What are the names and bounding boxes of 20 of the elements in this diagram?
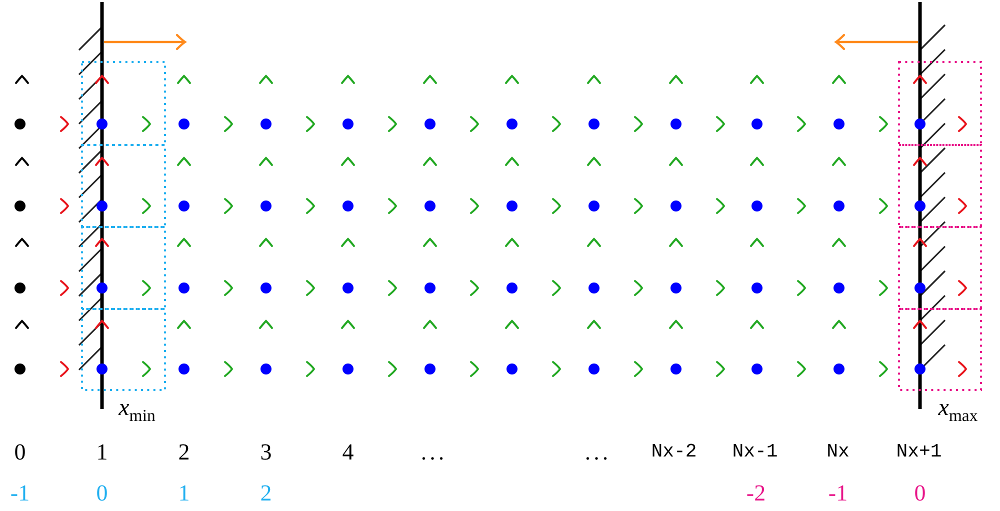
index-label: Nx-2 — [651, 442, 697, 462]
index-label: 0 — [14, 440, 26, 464]
index-label: 1 — [96, 440, 108, 464]
index-label: -1 — [828, 482, 848, 504]
index-label: 0 — [914, 482, 926, 504]
index-label: -2 — [746, 482, 766, 504]
boundary-label: x$_{max}$ — [938, 396, 978, 420]
index-label: Nx — [826, 442, 850, 462]
index-label: 1 — [178, 482, 190, 504]
index-label: Nx+1 — [896, 442, 942, 462]
index-label: 4 — [342, 440, 354, 464]
index-label: 2 — [178, 440, 190, 464]
index-label: -1 — [10, 482, 30, 504]
index-label: 3 — [260, 440, 272, 464]
ellipsis-label: ... — [584, 440, 612, 464]
ellipsis-label: ... — [420, 440, 448, 464]
index-label: Nx-1 — [732, 442, 778, 462]
index-label: 0 — [96, 482, 108, 504]
boundary-label: x$_{min}$ — [118, 396, 156, 420]
index-label: 2 — [260, 482, 272, 504]
